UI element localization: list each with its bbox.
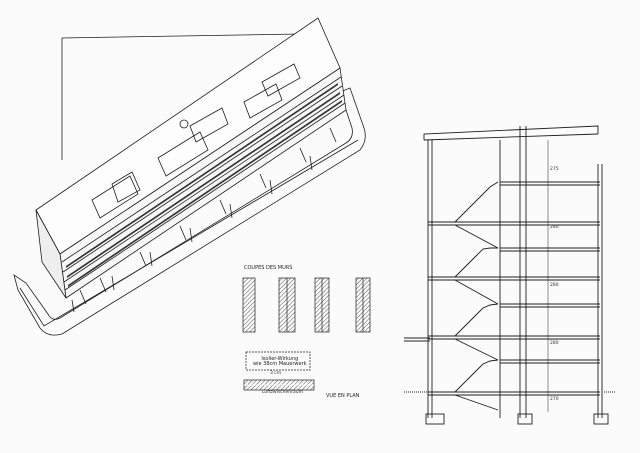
section-dim-3: 280 <box>550 283 559 288</box>
coupe-des-murs-label: COUPES DES MURS <box>244 265 293 271</box>
stair-flight <box>454 181 499 223</box>
frame-line-top <box>61 33 301 39</box>
wall-section-1 <box>242 277 256 333</box>
isolier-line-2: wie 38cm Mauerwerk <box>253 361 307 367</box>
section-dim-1: 275 <box>550 167 559 172</box>
section-dim-5: 270 <box>550 397 559 402</box>
section-dim-2: 280 <box>550 225 559 230</box>
isolier-line-1: Isolier-Wirkung <box>261 356 299 362</box>
section-dim-4: 280 <box>550 341 559 346</box>
plan-dim-label: 3 cm <box>270 371 282 376</box>
plan-sub-label: Luftzwischenraum <box>262 390 303 395</box>
isolier-box <box>245 351 311 371</box>
vue-en-plan-label: VUE EN PLAN <box>326 393 360 399</box>
end-facade <box>35 209 67 299</box>
isolier-label: Isolier-Wirkung wie 38cm Mauerwerk <box>253 357 307 367</box>
roof-slab <box>423 125 599 140</box>
